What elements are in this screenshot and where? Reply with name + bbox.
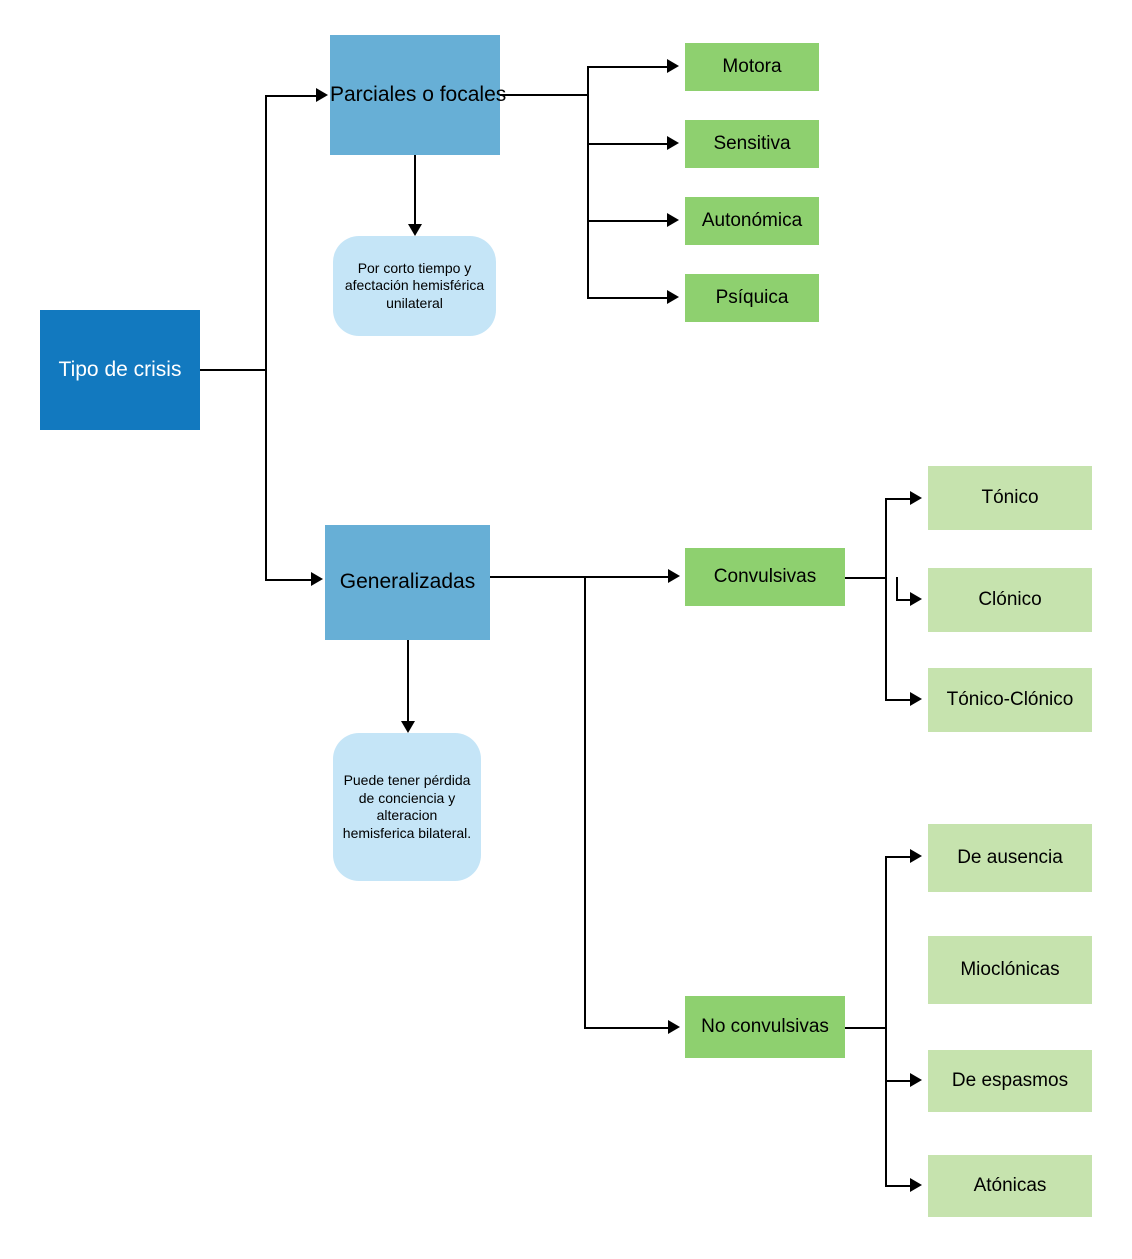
connector-to-atonicas	[885, 1185, 912, 1187]
node-label: Psíquica	[715, 286, 789, 308]
node-label: Parciales o focales	[330, 82, 507, 106]
node-label: Sensitiva	[713, 132, 791, 154]
node-label: Convulsivas	[713, 565, 817, 587]
arrowhead-to-tonico	[910, 491, 922, 505]
node-de-espasmos[interactable]: De espasmos	[928, 1050, 1092, 1112]
note-generalizadas: Puede tener pérdida de conciencia y alte…	[333, 733, 481, 881]
connector-to-de-espasmos	[885, 1080, 912, 1082]
note-text: Puede tener pérdida de conciencia y alte…	[342, 772, 472, 841]
arrowhead-to-parciales-note	[408, 224, 422, 236]
node-label: No convulsivas	[701, 1015, 829, 1037]
connector-no-convulsivas-stem	[845, 1027, 887, 1029]
node-autonomica[interactable]: Autonómica	[685, 197, 819, 245]
node-label: Atónicas	[973, 1174, 1047, 1196]
node-label: Tónico-Clónico	[946, 688, 1074, 710]
connector-convulsivas-bus	[885, 498, 887, 701]
node-mioclonicas[interactable]: Mioclónicas	[928, 936, 1092, 1004]
connector-to-tonico-clonico	[885, 699, 912, 701]
node-de-ausencia[interactable]: De ausencia	[928, 824, 1092, 892]
node-label: De espasmos	[951, 1069, 1069, 1091]
arrowhead-to-sensitiva	[667, 136, 679, 150]
node-atonicas[interactable]: Atónicas	[928, 1155, 1092, 1217]
connector-to-autonomica	[587, 220, 669, 222]
node-label: Motora	[722, 55, 782, 77]
node-parciales-o-focales[interactable]: Parciales o focales	[330, 35, 507, 155]
connector-trunk-to-parciales	[265, 95, 318, 97]
connector-generalizadas-stem	[490, 576, 670, 578]
node-motora[interactable]: Motora	[685, 43, 819, 91]
node-label: Mioclónicas	[960, 958, 1060, 980]
arrowhead-to-convulsivas	[668, 569, 680, 583]
node-no-convulsivas[interactable]: No convulsivas	[685, 996, 845, 1058]
node-tipo-de-crisis[interactable]: Tipo de crisis	[40, 310, 200, 430]
node-label: Clónico	[978, 588, 1042, 610]
connector-generalizadas-bus	[584, 576, 586, 1029]
node-label: De ausencia	[957, 846, 1063, 868]
node-label: Generalizadas	[339, 570, 476, 594]
node-sensitiva[interactable]: Sensitiva	[685, 120, 819, 168]
connector-parciales-to-note	[414, 155, 416, 227]
connector-root-trunk-vertical	[265, 95, 267, 581]
connector-to-no-convulsivas	[584, 1027, 670, 1029]
node-generalizadas[interactable]: Generalizadas	[325, 525, 490, 640]
connector-convulsivas-stem	[845, 577, 887, 579]
connector-to-sensitiva	[587, 143, 669, 145]
connector-root-to-trunk	[200, 369, 267, 371]
arrowhead-to-parciales	[316, 88, 328, 102]
node-label: Autonómica	[701, 209, 803, 231]
node-label: Tónico	[981, 486, 1039, 508]
note-text: Por corto tiempo y afectación hemisféric…	[344, 259, 485, 311]
arrowhead-to-psiquica	[667, 290, 679, 304]
node-label: Tipo de crisis	[58, 357, 182, 381]
connector-to-clonico	[896, 599, 914, 601]
arrowhead-to-generalizadas	[311, 572, 323, 586]
arrowhead-to-clonico	[910, 592, 922, 606]
connector-to-tonico	[885, 498, 912, 500]
arrowhead-to-atonicas	[910, 1178, 922, 1192]
node-clonico[interactable]: Clónico	[928, 568, 1092, 632]
note-parciales: Por corto tiempo y afectación hemisféric…	[333, 236, 496, 336]
connector-to-de-ausencia	[885, 856, 912, 858]
connector-parciales-stem	[500, 94, 588, 96]
arrowhead-to-generalizadas-note	[401, 721, 415, 733]
node-tonico-clonico[interactable]: Tónico-Clónico	[928, 668, 1092, 732]
arrowhead-to-de-ausencia	[910, 849, 922, 863]
arrowhead-to-tonico-clonico	[910, 692, 922, 706]
arrowhead-to-autonomica	[667, 213, 679, 227]
arrowhead-to-motora	[667, 59, 679, 73]
connector-clonico-jog	[896, 577, 898, 601]
connector-trunk-to-generalizadas	[265, 579, 313, 581]
arrowhead-to-de-espasmos	[910, 1073, 922, 1087]
connector-no-convulsivas-bus	[885, 856, 887, 1186]
connector-parciales-bus	[587, 66, 589, 299]
connector-to-psiquica	[587, 297, 669, 299]
connector-generalizadas-to-note	[407, 640, 409, 724]
arrowhead-to-no-convulsivas	[668, 1020, 680, 1034]
connector-to-motora	[587, 66, 669, 68]
node-convulsivas[interactable]: Convulsivas	[685, 548, 845, 606]
node-psiquica[interactable]: Psíquica	[685, 274, 819, 322]
node-tonico[interactable]: Tónico	[928, 466, 1092, 530]
